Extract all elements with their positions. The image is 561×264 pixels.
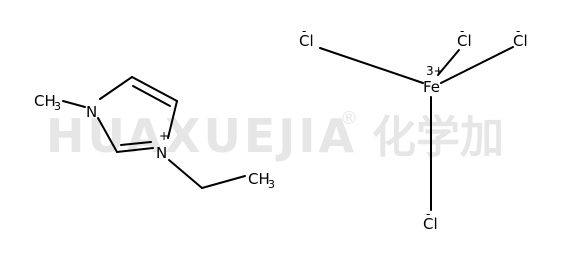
chloride-left-label: Cl	[299, 32, 314, 50]
cation-bonds	[62, 76, 246, 189]
methyl-label: CH	[34, 92, 56, 110]
watermark-registered-mark: ®	[340, 108, 358, 129]
anion-bonds	[319, 46, 514, 211]
cation-labels: CH 3 N N + CH 3	[34, 92, 275, 191]
chloride-left-charge: -	[302, 24, 306, 38]
bond-c4-c5-double	[132, 85, 171, 107]
n3-atom-label: N	[156, 144, 167, 162]
chloride-top-charge: -	[460, 24, 464, 38]
chloride-top-label: Cl	[457, 32, 472, 50]
iron-atom-label: Fe	[423, 78, 440, 96]
anion-labels: Fe 3+ Cl - Cl - Cl - Cl -	[299, 24, 528, 233]
watermark: HUAXUEJIA ® 化学加	[46, 108, 504, 163]
bond-n1-c2	[97, 117, 118, 153]
methyl-subscript: 3	[54, 100, 61, 113]
bond-c5-n1	[99, 76, 133, 100]
bond-fe-cl-left	[319, 47, 424, 84]
bond-n3-ch2	[168, 159, 203, 189]
bond-n3-c4	[167, 100, 178, 139]
chloride-right-label: Cl	[513, 32, 528, 50]
ethyl-ch3-subscript: 3	[268, 178, 275, 191]
n1-atom-label: N	[86, 103, 97, 121]
chloride-bottom-charge: -	[426, 207, 430, 221]
bond-ch2-ch3	[201, 175, 246, 189]
bond-fe-cl-right	[440, 46, 514, 84]
bond-c2-n3-double	[120, 141, 152, 146]
chloride-bottom-label: Cl	[423, 215, 438, 233]
bond-c4-c5	[131, 76, 178, 102]
ethyl-ch3-label: CH	[248, 170, 270, 188]
chloride-right-charge: -	[516, 24, 520, 38]
iron-charge: 3+	[426, 64, 444, 78]
bond-methyl-n1	[62, 100, 86, 108]
watermark-brand-cjk: 化学加	[372, 112, 504, 163]
bond-fe-cl-top	[437, 49, 460, 76]
bond-c2-n3	[116, 147, 154, 153]
n3-charge: +	[159, 129, 169, 143]
